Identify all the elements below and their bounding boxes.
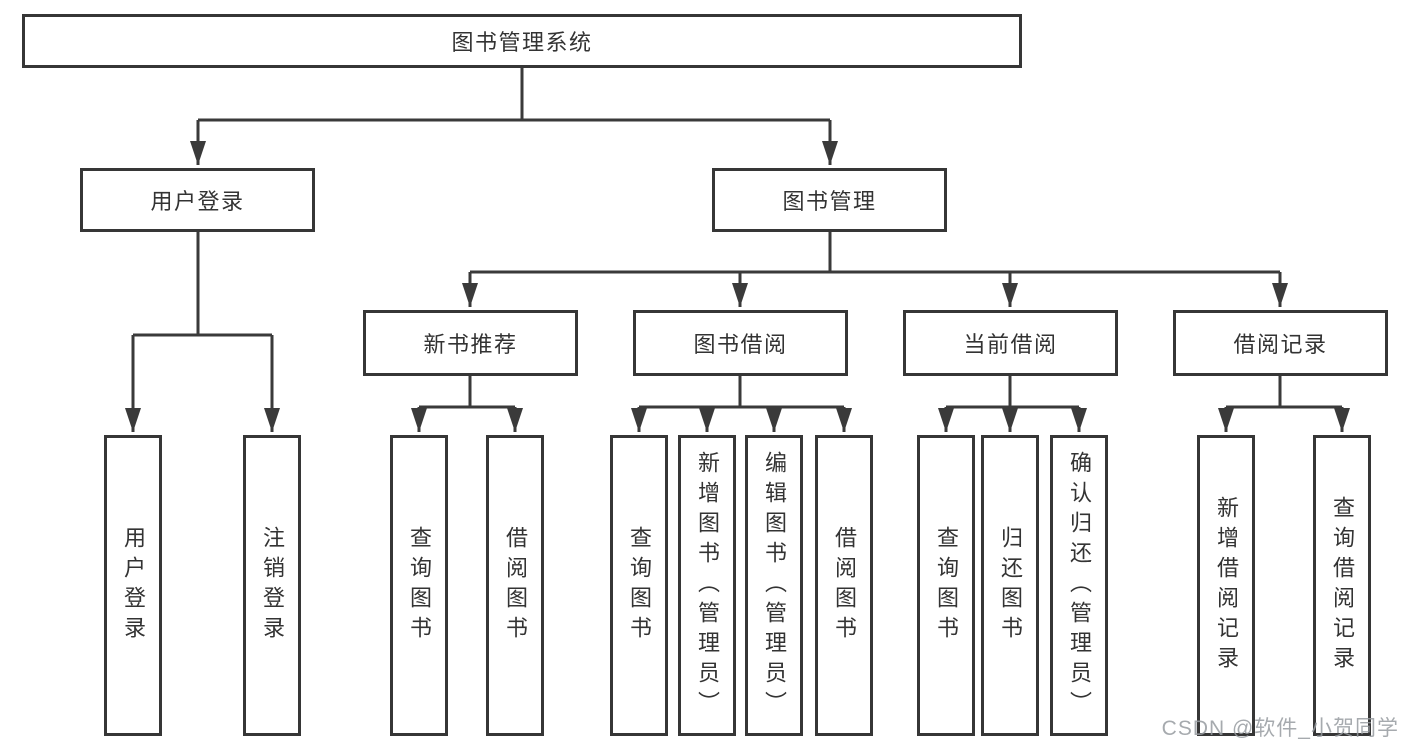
leaf-confirm-return-admin: 确认归还（管理员） bbox=[1050, 435, 1108, 736]
node-user-login: 用户登录 bbox=[80, 168, 315, 232]
node-book-borrow: 图书借阅 bbox=[633, 310, 848, 376]
csdn-watermark: CSDN @软件_小贺同学 bbox=[1161, 717, 1399, 740]
leaf-add-borrow-record: 新增借阅记录 bbox=[1197, 435, 1255, 736]
leaf-user-login: 用户登录 bbox=[104, 435, 162, 736]
node-current-borrow: 当前借阅 bbox=[903, 310, 1118, 376]
leaf-edit-book-admin: 编辑图书（管理员） bbox=[745, 435, 803, 736]
node-book-management: 图书管理 bbox=[712, 168, 947, 232]
leaf-logout: 注销登录 bbox=[243, 435, 301, 736]
leaf-borrow-books: 借阅图书 bbox=[815, 435, 873, 736]
leaf-borrow-books-recommend: 借阅图书 bbox=[486, 435, 544, 736]
leaf-query-borrow-record: 查询借阅记录 bbox=[1313, 435, 1371, 736]
node-new-book-recommend: 新书推荐 bbox=[363, 310, 578, 376]
node-root-library-system: 图书管理系统 bbox=[22, 14, 1022, 68]
leaf-query-books-current: 查询图书 bbox=[917, 435, 975, 736]
leaf-query-books-borrow: 查询图书 bbox=[610, 435, 668, 736]
leaf-add-book-admin: 新增图书（管理员） bbox=[678, 435, 736, 736]
leaf-return-books: 归还图书 bbox=[981, 435, 1039, 736]
leaf-query-books-recommend: 查询图书 bbox=[390, 435, 448, 736]
node-borrow-records: 借阅记录 bbox=[1173, 310, 1388, 376]
